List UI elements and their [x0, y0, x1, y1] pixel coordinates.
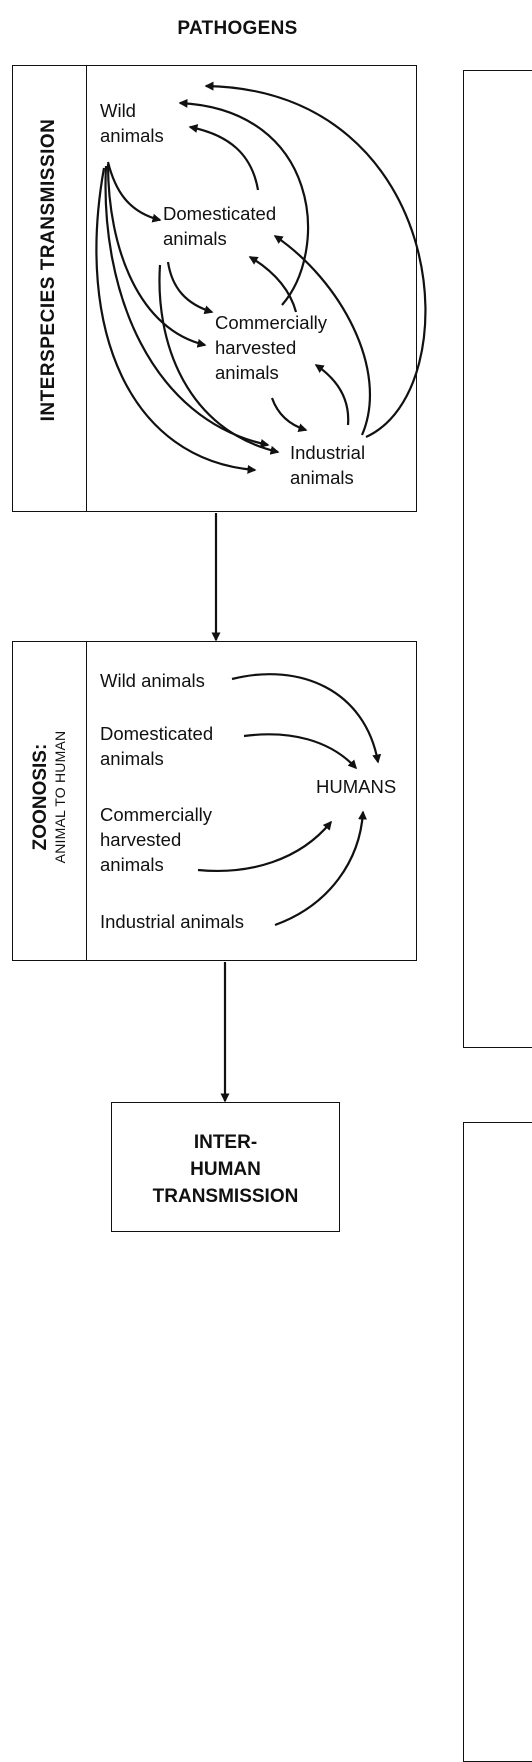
arrow-zoo-industrial-to-humans	[274, 810, 368, 927]
arrow-domesticated-to-commercial	[166, 261, 214, 315]
arrow-industrial-to-wild	[204, 81, 427, 439]
arrow-wild-to-domesticated	[106, 161, 162, 223]
arrow-domesticated-to-wild	[188, 124, 260, 191]
interhuman-box	[111, 1102, 340, 1232]
zoo-commercial-line-3: animals	[100, 854, 164, 875]
zoo-commercial-line-2: harvested	[100, 829, 182, 850]
zoo-industrial-label: Industrial animals	[100, 911, 244, 932]
zoo-domesticated-line-1: Domesticated	[100, 723, 214, 744]
inter-industrial-line-2: animals	[290, 467, 354, 488]
interspecies-divider	[86, 65, 87, 512]
zoo-commercial-label: Commercially harvested animals	[100, 802, 212, 877]
zoo-domesticated-label: Domesticated animals	[100, 721, 213, 771]
interhuman-label: INTER- HUMAN TRANSMISSION	[111, 1129, 340, 1210]
interspecies-box	[12, 65, 417, 512]
arrow-wild-to-commercial	[106, 163, 207, 348]
zoo-humans-label: HUMANS	[316, 776, 397, 797]
arrow-wild-to-industrial-a	[104, 165, 270, 448]
inter-commercial-line-3: animals	[215, 362, 279, 383]
right-panel-top	[463, 70, 532, 1048]
arrow-commercial-to-wild	[178, 98, 309, 306]
inter-commercial-line-1: Commercially	[215, 312, 328, 333]
arrow-domesticated-to-industrial	[158, 264, 280, 455]
inter-wild-label: Wild animals	[100, 98, 164, 148]
arrow-commercial-to-domesticated	[248, 256, 298, 313]
inter-domesticated-label: Domesticated animals	[163, 201, 276, 251]
inter-wild-line-1: Wild	[100, 100, 136, 121]
arrow-industrial-to-commercial	[314, 364, 350, 426]
inter-domesticated-line-1: Domesticated	[163, 203, 277, 224]
inter-industrial-line-1: Industrial	[290, 442, 366, 463]
arrow-zoo-commercial-to-humans	[197, 820, 332, 872]
inter-commercial-label: Commercially harvested animals	[215, 310, 327, 385]
arrow-wild-to-industrial-b	[95, 167, 257, 474]
inter-wild-line-2: animals	[100, 125, 164, 146]
interhuman-line-3: TRANSMISSION	[152, 1186, 299, 1207]
arrow-commercial-to-industrial	[270, 397, 308, 433]
inter-industrial-label: Industrial animals	[290, 440, 365, 490]
zoonosis-divider	[86, 641, 87, 961]
arrow-zoo-wild-to-humans	[231, 673, 382, 764]
zoonosis-box	[12, 641, 417, 961]
interhuman-line-2: HUMAN	[190, 1159, 261, 1180]
zoo-domesticated-line-2: animals	[100, 748, 164, 769]
arrow-industrial-to-domesticated	[273, 235, 372, 436]
arrow-zoo-domesticated-to-humans	[243, 733, 358, 770]
diagram-title: PATHOGENS	[177, 18, 298, 39]
interhuman-line-1: INTER-	[193, 1132, 258, 1153]
inter-domesticated-line-2: animals	[163, 228, 227, 249]
zoo-commercial-line-1: Commercially	[100, 804, 213, 825]
inter-commercial-line-2: harvested	[215, 337, 297, 358]
zoo-wild-label: Wild animals	[100, 670, 205, 691]
